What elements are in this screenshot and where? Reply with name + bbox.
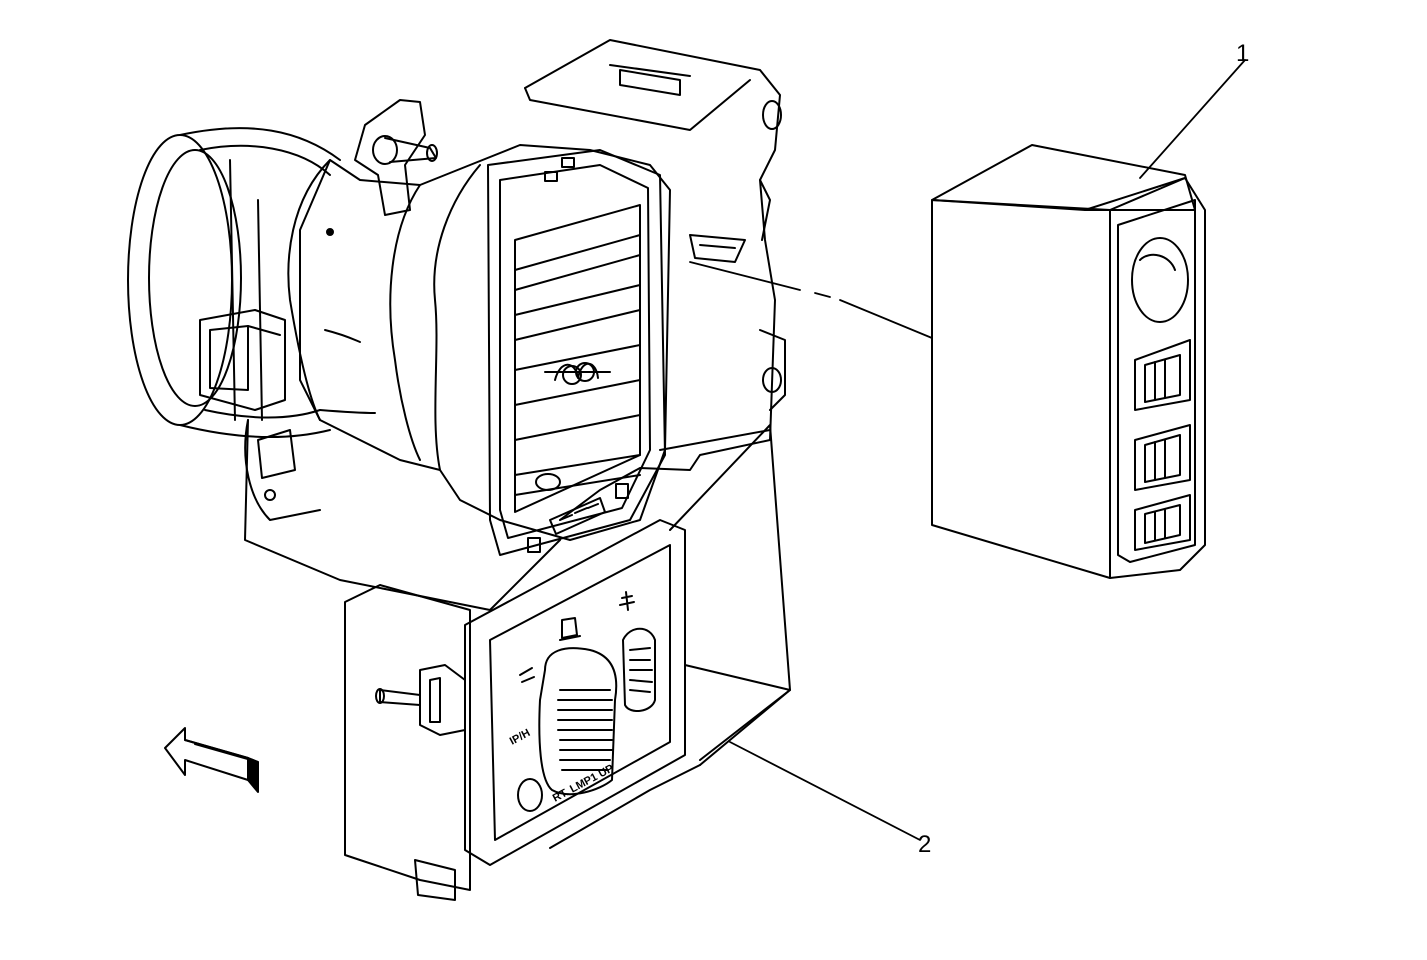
vent-module <box>931 144 1206 579</box>
callout-2: 2 <box>918 831 932 858</box>
dimmer-icon <box>622 627 656 712</box>
switch-left-label: IP/H <box>508 727 533 748</box>
vent-duct-body <box>299 144 671 541</box>
direction-arrow-icon <box>164 727 259 793</box>
explode-line <box>689 261 801 291</box>
vent-round-opening <box>1131 237 1189 323</box>
leader-lines <box>689 59 1246 841</box>
callout-1: 1 <box>1236 40 1250 67</box>
vent-bracket-assembly <box>127 39 786 611</box>
explode-line-2 <box>839 299 933 339</box>
duct-tube <box>127 127 341 438</box>
headlamp-icon <box>619 591 635 611</box>
mounting-post <box>354 99 426 216</box>
lower-bracket-tray <box>244 419 561 611</box>
headlamp-knob <box>538 647 618 796</box>
rear-bracket <box>524 39 781 521</box>
vent-louvers <box>1134 339 1191 551</box>
dome-lamp-icon <box>559 617 581 641</box>
leader-line-1 <box>1139 59 1246 179</box>
leader-line-2 <box>729 741 921 841</box>
vent-bezel <box>487 149 666 556</box>
headlamp-switch: IP/H RT. LMP1 UP <box>344 424 791 901</box>
